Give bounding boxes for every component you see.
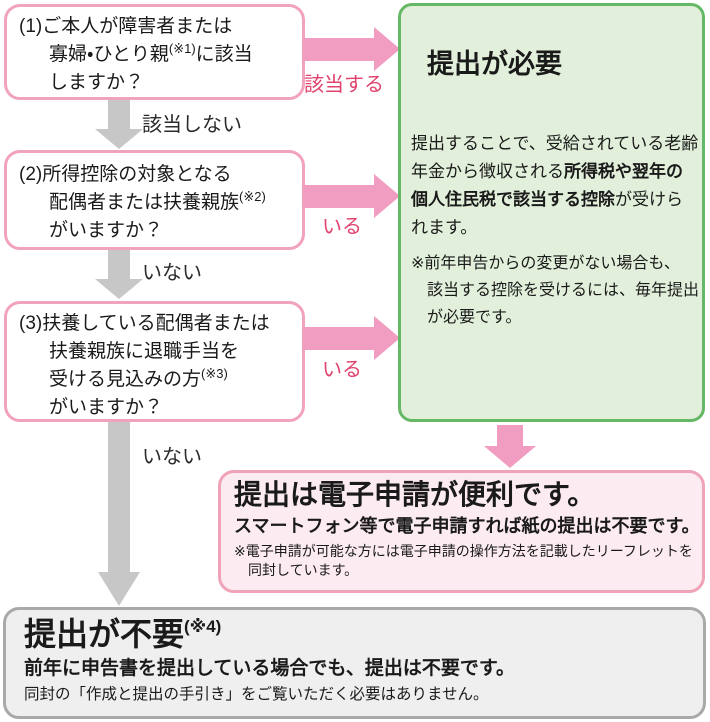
- question-1-text: (1)ご本人が障害者または寡婦・ひとり親(※1)に該当しますか？: [19, 16, 253, 93]
- submission-not-needed-subtitle: 前年に申告書を提出している場合でも、提出は不要です。: [24, 658, 515, 679]
- arrow-down-head-icon: [484, 446, 536, 468]
- submission-not-needed-note: 同封の「作成と提出の手引き」をご覧いただく必要はありません。: [24, 686, 489, 703]
- question-box-3: (3)扶養している配偶者または扶養親族に退職手当を受ける見込みの方(※3)がいま…: [4, 301, 305, 422]
- arrow-down-icon: [108, 250, 130, 280]
- branch-label-q1-yes: 該当する: [304, 74, 384, 96]
- question-2-text: (2)所得控除の対象となる配偶者または扶養親族(※2)がいますか？: [19, 164, 266, 241]
- question-3-text: (3)扶養している配偶者または扶養親族に退職手当を受ける見込みの方(※3)がいま…: [19, 313, 270, 418]
- arrow-right-head-icon: [374, 174, 400, 218]
- arrow-right-icon: [303, 327, 376, 350]
- arrow-down-head-icon: [95, 279, 143, 299]
- question-box-1: (1)ご本人が障害者または寡婦・ひとり親(※1)に該当しますか？: [4, 4, 305, 100]
- submission-required-box: 提出が必要 提出することで、受給されている老齢年金から徴収される所得税や翌年の個…: [398, 3, 705, 422]
- branch-label-q2-yes: いる: [322, 216, 362, 238]
- arrow-right-head-icon: [374, 316, 400, 360]
- e-apply-title: 提出は電子申請が便利です。: [234, 479, 596, 510]
- submission-not-needed-title: 提出が不要(※4): [24, 616, 222, 652]
- e-apply-note: ※電子申請が可能な方には電子申請の操作方法を記載したリーフレットを同封しています…: [234, 543, 693, 578]
- arrow-down-icon: [108, 422, 130, 573]
- arrow-down-icon: [497, 425, 523, 447]
- question-box-2: (2)所得控除の対象となる配偶者または扶養親族(※2)がいますか？: [4, 150, 305, 250]
- arrow-down-head-icon: [98, 572, 140, 606]
- branch-label-q2-no: いない: [142, 262, 202, 284]
- arrow-right-icon: [303, 38, 376, 61]
- branch-label-q3-no: いない: [142, 446, 202, 468]
- branch-label-q1-no: 該当しない: [142, 114, 242, 136]
- submission-required-title: 提出が必要: [427, 49, 562, 79]
- e-apply-box: 提出は電子申請が便利です。 スマートフォン等で電子申請すれば紙の提出は不要です。…: [218, 470, 705, 593]
- arrow-right-icon: [303, 185, 376, 208]
- e-apply-subtitle: スマートフォン等で電子申請すれば紙の提出は不要です。: [234, 516, 700, 536]
- arrow-down-icon: [108, 100, 130, 130]
- submission-required-body: 提出することで、受給されている老齢年金から徴収される所得税や翌年の個人住民税で該…: [411, 134, 699, 237]
- submission-not-needed-box: 提出が不要(※4) 前年に申告書を提出している場合でも、提出は不要です。 同封の…: [3, 607, 706, 719]
- submission-required-note: ※前年申告からの変更がない場合も、該当する控除を受けるには、毎年提出が必要です。: [411, 255, 700, 326]
- arrow-down-head-icon: [95, 129, 143, 149]
- branch-label-q3-yes: いる: [322, 359, 362, 381]
- arrow-right-head-icon: [374, 27, 400, 71]
